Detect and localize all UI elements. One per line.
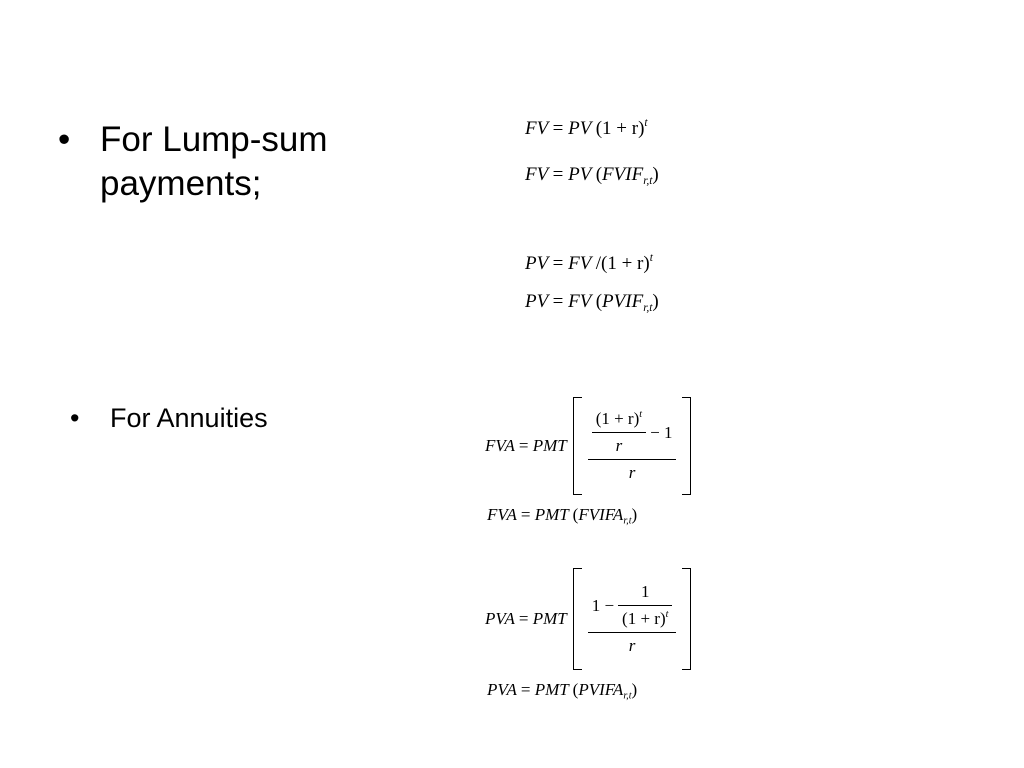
eq-close-paren: ) — [652, 291, 659, 312]
eq-open-paren: ( — [572, 505, 579, 524]
eq-close-paren: ) — [631, 680, 638, 699]
eq-sign: = — [552, 253, 564, 274]
eq-sign: = — [552, 164, 564, 185]
eq-subscript: r,t — [643, 174, 653, 187]
eq-open-paren: ( — [595, 164, 603, 185]
eq-paren: (1 + r) — [595, 409, 640, 428]
eq-sign: = — [520, 680, 531, 699]
eq-lhs: PVA — [487, 680, 517, 699]
eq-rhs: FV — [568, 291, 591, 312]
bullet-text: For Annuities — [110, 403, 268, 433]
eq-lhs: PV — [525, 291, 548, 312]
eq-sign: = — [552, 291, 564, 312]
eq-sign: = — [552, 118, 564, 139]
inner-fraction: 1 (1 + r)t — [618, 582, 673, 629]
inner-denominator: (1 + r)t — [618, 609, 672, 629]
eq-factor: PVIFA — [578, 680, 624, 699]
eq-lhs: FVA — [487, 505, 517, 524]
bracket-content: 1 − 1 (1 + r)t r — [582, 568, 683, 670]
outer-numerator: 1 − 1 (1 + r)t — [588, 582, 677, 629]
equation-pv-discount: PV = FV /(1 + r)t — [525, 252, 653, 275]
eq-open-paren: ( — [572, 680, 579, 699]
fraction-bar — [618, 605, 673, 606]
eq-rhs: PV — [568, 164, 591, 185]
bullet-text: For Lump-sum payments; — [100, 120, 328, 203]
eq-sign: = — [520, 505, 531, 524]
eq-pmt: PMT — [534, 680, 569, 699]
eq-pmt: PMT — [534, 505, 569, 524]
equation-pva-pvifa: PVA = PMT (PVIFAr,t) — [487, 680, 638, 702]
eq-paren: (1 + r) — [622, 609, 666, 628]
eq-close-paren: ) — [631, 505, 638, 524]
left-bracket — [572, 397, 582, 495]
inner-denominator: r — [615, 436, 623, 455]
bullet-lump-sum: • For Lump-sum payments; — [58, 118, 400, 206]
inner-numerator: (1 + r)t — [592, 409, 646, 429]
equation-fva-fvifa: FVA = PMT (FVIFAr,t) — [487, 505, 638, 527]
eq-pmt: PMT — [532, 436, 567, 455]
bracket-content: (1 + r)t r − 1 r — [582, 397, 683, 495]
bullet-marker: • — [70, 403, 80, 433]
bullet-annuities: • For Annuities — [70, 400, 268, 436]
eq-open-paren: ( — [595, 291, 603, 312]
eq-lhs-group: FVA = PMT — [485, 436, 567, 456]
eq-factor: FVIF — [602, 164, 644, 185]
eq-sign: = — [518, 436, 529, 455]
eq-divide: / — [595, 253, 601, 274]
outer-denominator: r — [628, 636, 636, 655]
equation-fva-formula: FVA = PMT (1 + r)t r − 1 r — [485, 397, 692, 495]
outer-fraction: (1 + r)t r − 1 r — [587, 409, 677, 483]
inner-numerator: 1 — [640, 582, 650, 601]
equation-fv-fvif: FV = PV (FVIFr,t) — [525, 164, 659, 187]
equation-fv-compound: FV = PV (1 + r)t — [525, 117, 648, 140]
square-bracket-group: (1 + r)t r − 1 r — [572, 397, 692, 495]
eq-exponent: t — [639, 408, 643, 420]
eq-lhs: PV — [525, 253, 548, 274]
eq-lhs: FV — [525, 118, 548, 139]
fraction-bar — [591, 432, 647, 433]
equation-pv-pvif: PV = FV (PVIFr,t) — [525, 291, 659, 314]
outer-fraction: 1 − 1 (1 + r)t r — [587, 582, 677, 656]
eq-rhs: PV — [568, 118, 591, 139]
outer-denominator: r — [628, 463, 636, 482]
eq-subscript: r,t — [623, 690, 632, 702]
outer-numerator: (1 + r)t r − 1 — [588, 409, 677, 456]
right-bracket — [682, 568, 692, 670]
fraction-bar — [587, 632, 677, 633]
eq-rhs: FV — [568, 253, 591, 274]
eq-pmt: PMT — [532, 609, 567, 628]
eq-paren: (1 + r) — [601, 253, 650, 274]
left-bracket — [572, 568, 582, 670]
eq-lhs-group: PVA = PMT — [485, 609, 567, 629]
right-bracket — [682, 397, 692, 495]
equation-pva-formula: PVA = PMT 1 − 1 (1 + r)t r — [485, 568, 692, 670]
eq-sign: = — [518, 609, 529, 628]
eq-factor: PVIF — [602, 291, 644, 312]
eq-exponent: t — [665, 608, 669, 620]
eq-lhs: PVA — [485, 609, 515, 628]
eq-subscript: r,t — [623, 515, 632, 527]
fraction-bar — [587, 459, 677, 460]
eq-exponent: t — [649, 252, 653, 265]
eq-exponent: t — [644, 117, 648, 130]
eq-paren: (1 + r) — [595, 118, 645, 139]
eq-minus-one: − 1 — [650, 422, 673, 442]
eq-lhs: FVA — [485, 436, 515, 455]
eq-close-paren: ) — [652, 164, 659, 185]
eq-subscript: r,t — [643, 301, 653, 314]
square-bracket-group: 1 − 1 (1 + r)t r — [572, 568, 692, 670]
bullet-marker: • — [58, 120, 71, 159]
eq-factor: FVIFA — [578, 505, 624, 524]
eq-lhs: FV — [525, 164, 548, 185]
inner-fraction: (1 + r)t r — [591, 409, 647, 456]
eq-one-minus: 1 − — [591, 595, 615, 615]
